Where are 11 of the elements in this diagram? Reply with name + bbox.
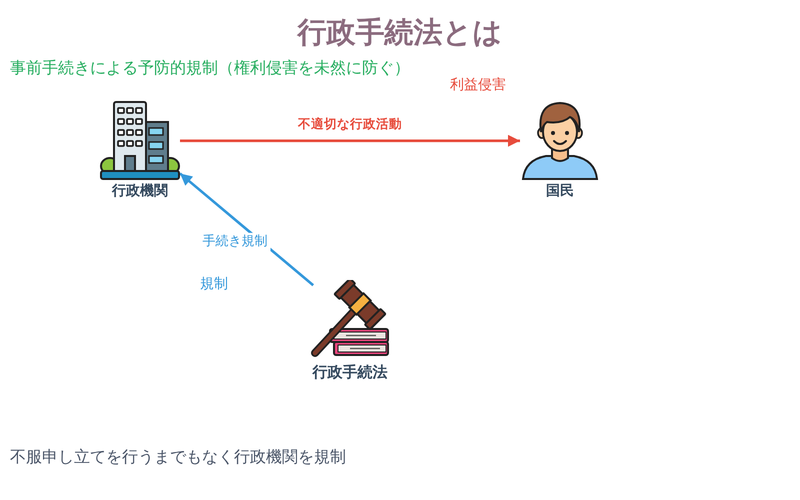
annotation-text: 規制: [200, 276, 228, 294]
edge-label: 不適切な行政活動: [298, 116, 402, 132]
edge-label: 手続き規制: [200, 232, 270, 252]
annotation-text: 利益侵害: [450, 77, 506, 94]
node-label: 行政手続法: [312, 363, 388, 382]
subtitle-text: 事前手続きによる予防的規制（権利侵害を未然に防ぐ）: [10, 58, 410, 78]
diagram-title: 行政手続法とは: [298, 14, 502, 50]
arrow: [180, 134, 520, 147]
node-label: 国民: [546, 183, 574, 200]
node-label: 行政機関: [112, 183, 168, 200]
note-text: 不服申し立てを行うまでもなく行政機関を規制: [10, 447, 346, 467]
